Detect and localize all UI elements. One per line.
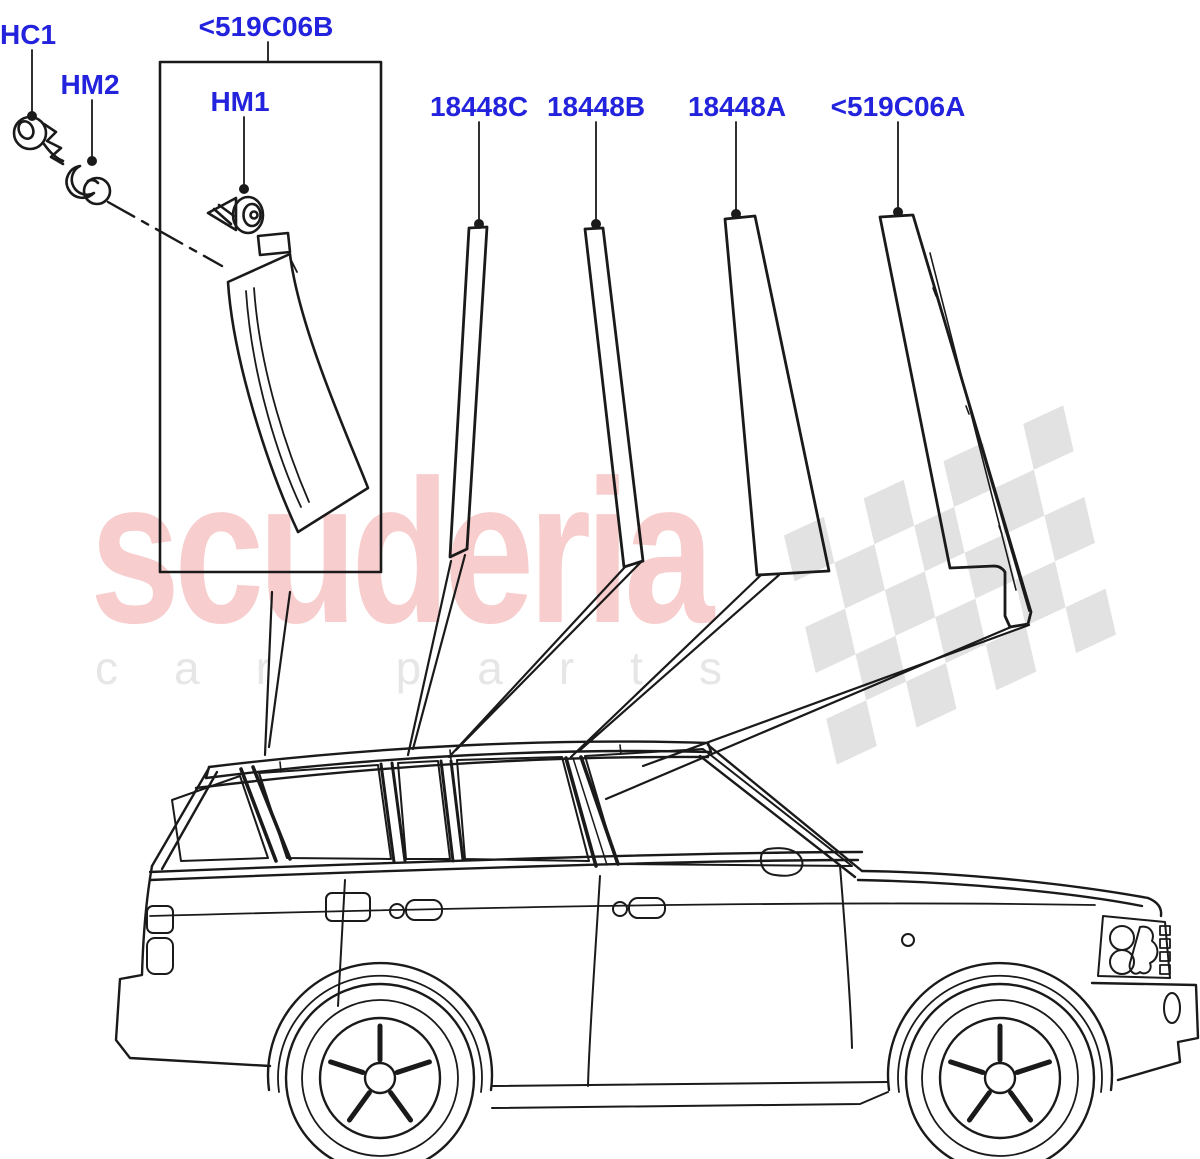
fastener-hm2-drawing (65, 164, 112, 206)
label-hm1[interactable]: HM1 (210, 86, 269, 117)
checkered-flag-watermark (783, 405, 1117, 765)
label-519c06a[interactable]: <519C06A (831, 91, 966, 122)
part-panel-519c06a (878, 213, 1033, 629)
part-strip-18448c (448, 225, 489, 559)
rear-wheel (284, 982, 476, 1159)
leader-dots (27, 111, 903, 229)
front-wheel (904, 982, 1096, 1159)
label-18448b[interactable]: 18448B (547, 91, 645, 122)
car-pillar-trims (239, 755, 620, 868)
fastener-hm1-drawing (206, 195, 265, 235)
watermark-brand-text: scuderia (90, 438, 716, 666)
label-18448a[interactable]: 18448A (688, 91, 786, 122)
label-hc1[interactable]: HC1 (0, 19, 56, 50)
label-hm2[interactable]: HM2 (60, 69, 119, 100)
callout-box (158, 60, 383, 574)
part-strip-18448b (583, 226, 645, 569)
fastener-hc1-drawing (12, 115, 65, 166)
watermark-tagline-text: car parts (95, 642, 778, 694)
car-illustration (114, 740, 1200, 1159)
part-strip-18448a (723, 214, 831, 577)
label-519c06b[interactable]: <519C06B (199, 11, 334, 42)
label-leader-lines (31, 41, 899, 221)
trim-panel-519c06b-drawing (226, 231, 370, 534)
assembly-axis-dash-line (106, 200, 224, 268)
label-18448c[interactable]: 18448C (430, 91, 528, 122)
